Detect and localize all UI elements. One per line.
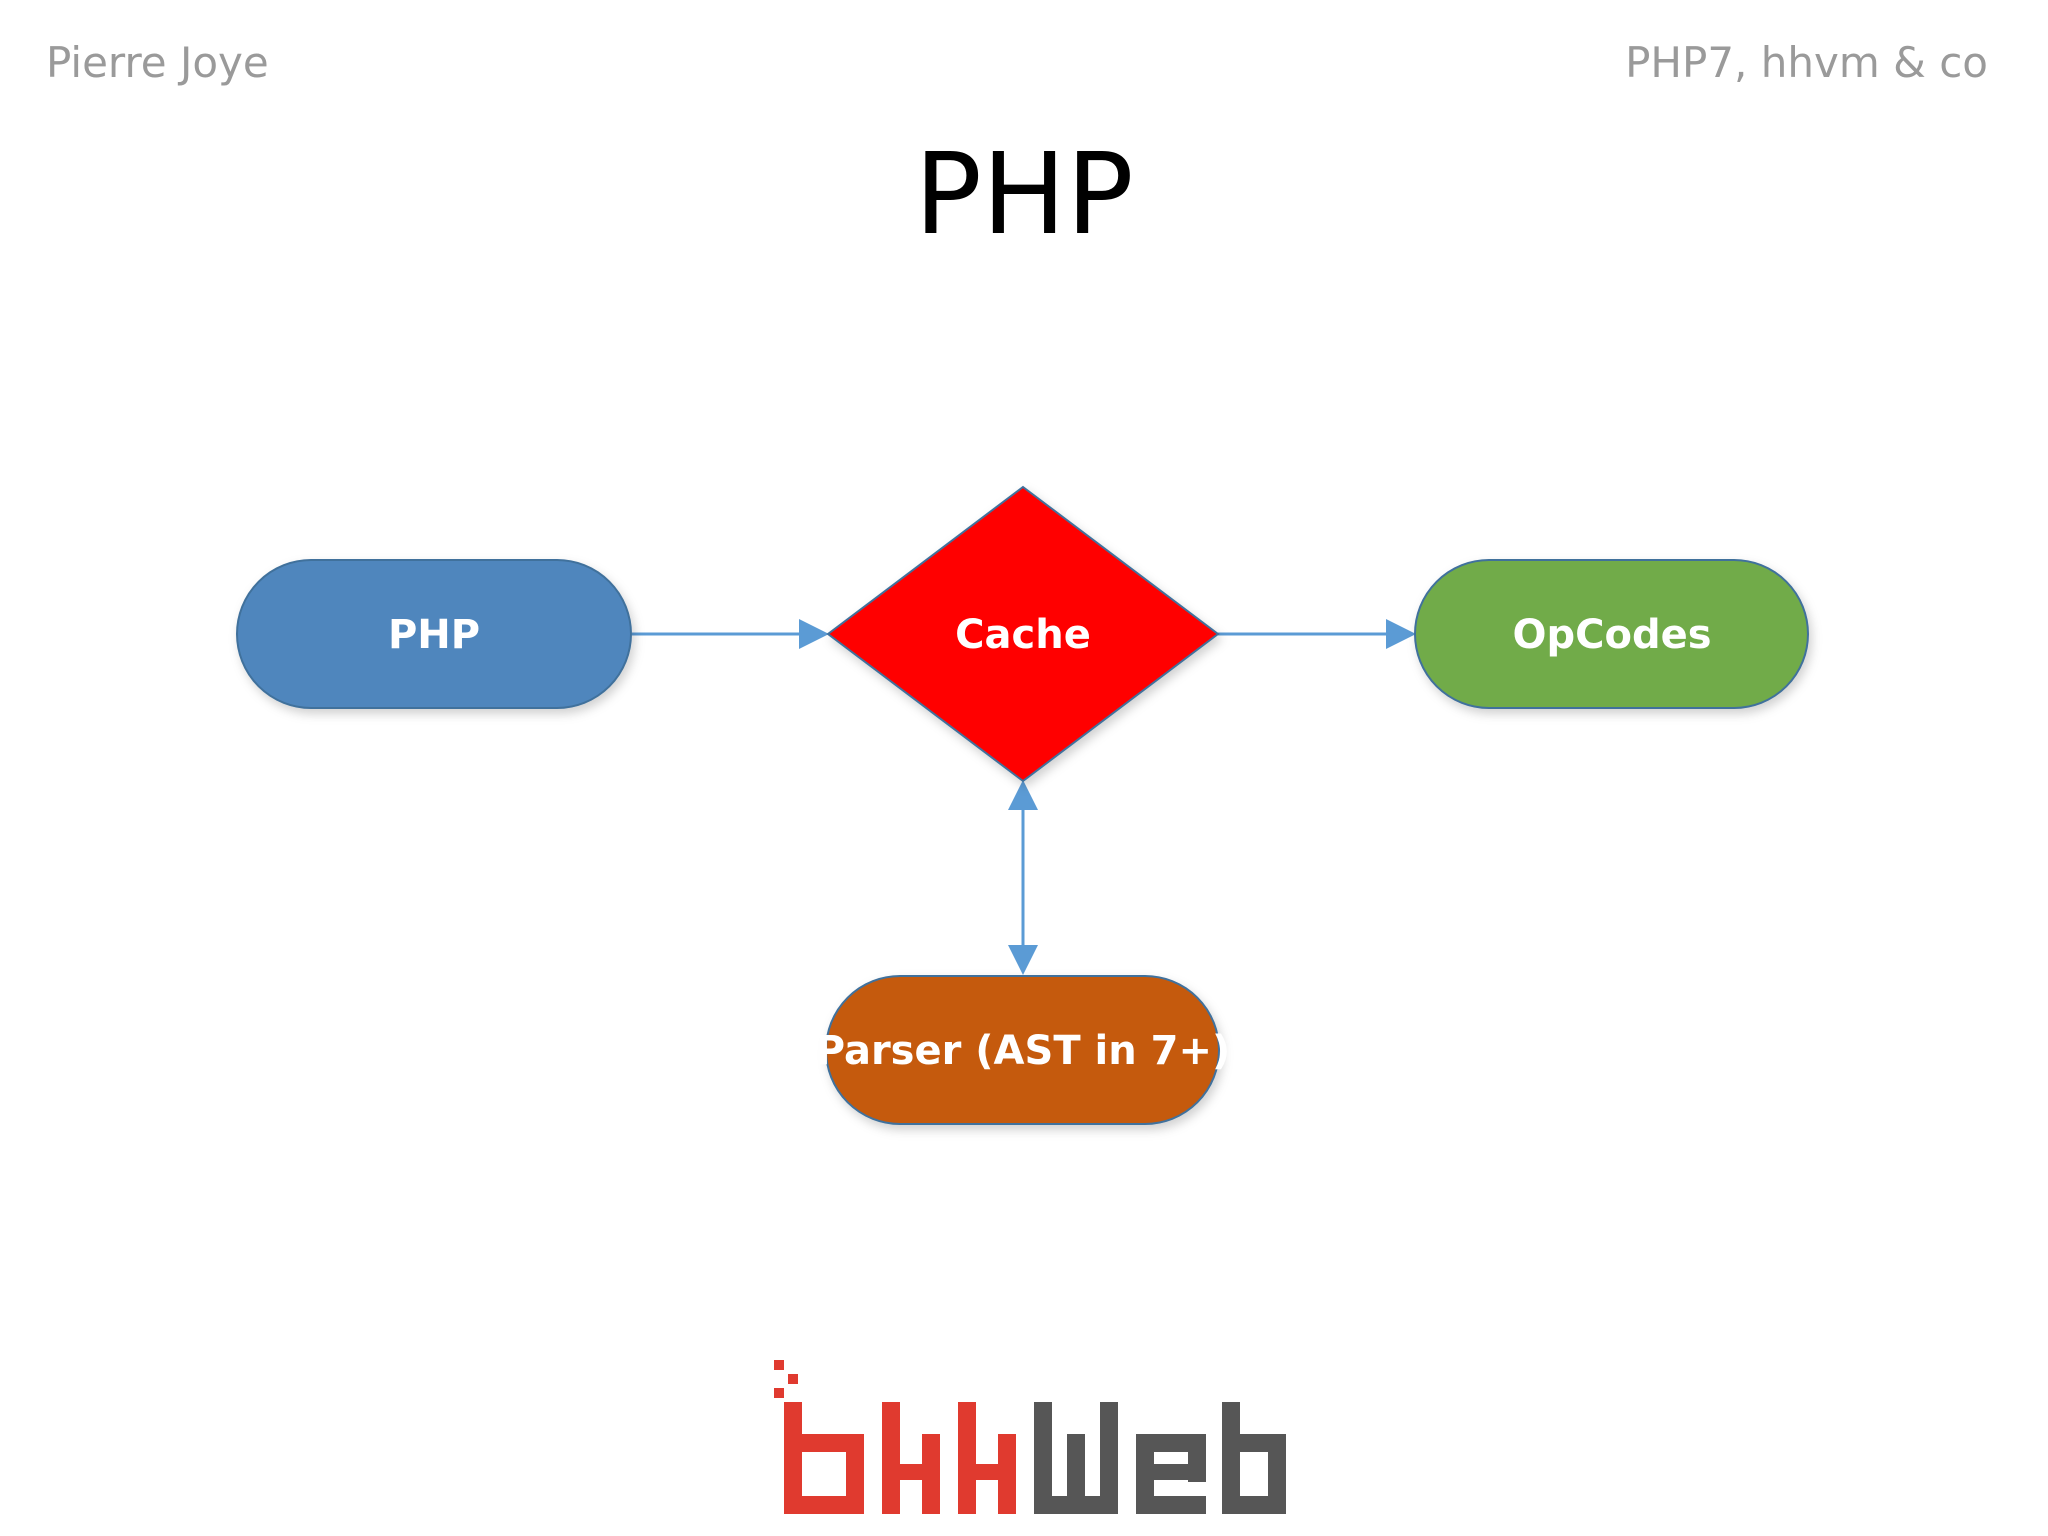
node-opcodes: OpCodes	[1414, 559, 1809, 709]
node-cache-shape	[826, 485, 1220, 783]
node-cache: Cache	[826, 485, 1220, 783]
node-parser-shape	[825, 975, 1220, 1125]
node-php-label: PHP	[388, 612, 480, 658]
node-php: PHP	[236, 559, 632, 709]
bkkweb-logo	[774, 1360, 1286, 1514]
node-cache-label: Cache	[955, 612, 1091, 658]
node-php-shape	[236, 559, 632, 709]
node-parser: Parser (AST in 7+)	[816, 975, 1231, 1125]
node-parser-label: Parser (AST in 7+)	[816, 1028, 1231, 1074]
author-name: Pierre Joye	[46, 38, 269, 87]
slide-title: PHP	[914, 130, 1134, 260]
node-opcodes-label: OpCodes	[1512, 612, 1711, 658]
node-opcodes-shape	[1414, 559, 1809, 709]
deck-title: PHP7, hhvm & co	[1625, 38, 1988, 87]
